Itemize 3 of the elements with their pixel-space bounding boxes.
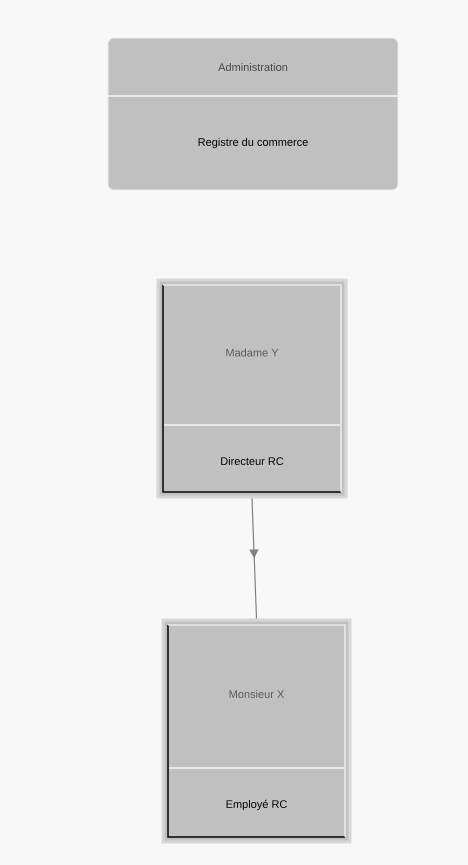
group-box: Administration Registre du commerce	[108, 38, 398, 190]
person-box: Madame Y Directeur RC	[156, 278, 348, 498]
person-box: Monsieur X Employé RC	[162, 618, 352, 844]
